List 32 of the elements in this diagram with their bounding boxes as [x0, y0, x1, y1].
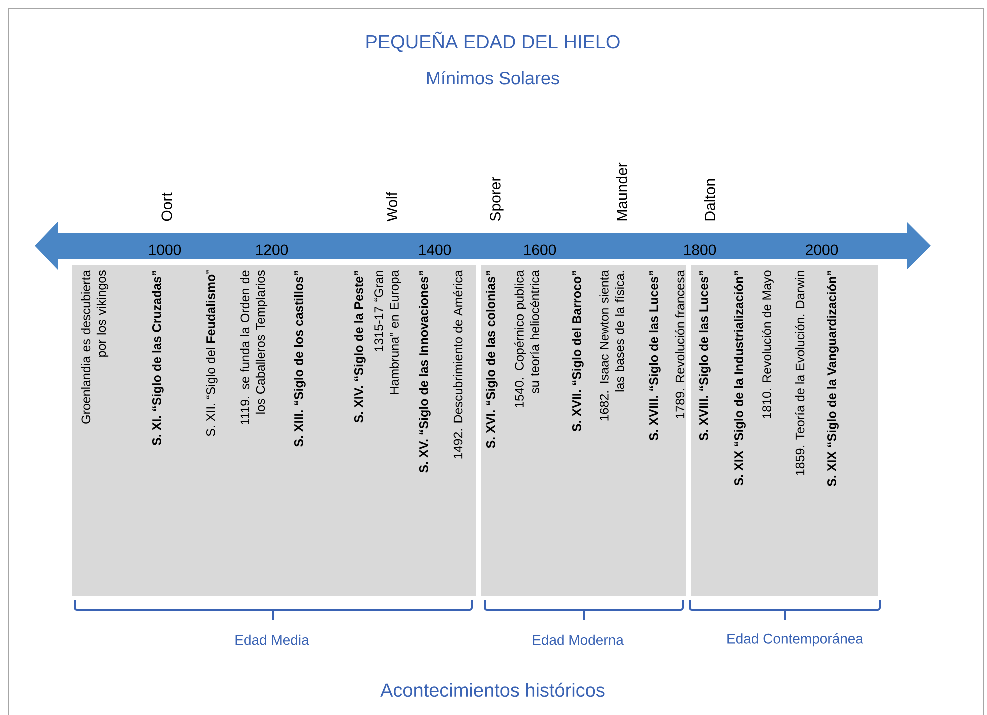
event-text: 1540. Copérnico publica su teoría heliocéntrica	[514, 270, 540, 408]
era-label: Edad Moderna	[533, 634, 624, 646]
minimum-name: Maunder	[616, 162, 628, 221]
event-text: S. XVIII. “Siglo de las Luces”	[649, 271, 661, 441]
minimum-name: Dalton	[704, 179, 716, 221]
event-text: Groenlandia es descubierta por los vikingos	[81, 270, 109, 424]
caption: Acontecimientos históricos	[380, 682, 605, 698]
minimum-name: Sporer	[490, 177, 504, 222]
event-text: S. XIX “Siglo de la Vanguardización”	[827, 271, 839, 487]
event-text: S. XII. “Siglo del Feudalismo”	[206, 270, 218, 436]
event-text: S. XIV. “Siglo de la Peste”	[354, 271, 366, 423]
era-label: Edad Contemporánea	[728, 633, 864, 647]
year-label: 1400	[419, 244, 452, 256]
event-text: 1859. Teoría de la Evolución. Darwin	[795, 271, 805, 476]
minimum-name: Oort	[162, 192, 172, 222]
event-text: 1315-17 “Gran Hambruna” en Europa	[374, 270, 402, 394]
year-label: 1800	[684, 244, 716, 256]
event-text: 1810. Revolución de Mayo	[762, 270, 774, 418]
era-label: Edad Media	[236, 634, 310, 646]
event-text: S. XIX “Siglo de la Industrialización”	[734, 271, 746, 486]
event-text: 1682. Isaac Newton sienta las bases de la física.	[600, 270, 624, 421]
event-text: S. XVI. “Siglo de las colonias”	[486, 271, 498, 448]
minimum-name: Wolf	[386, 192, 398, 222]
event-text: S. XI. “Siglo de las Cruzadas”	[152, 271, 164, 446]
event-text: 1492. Descubrimiento de América	[453, 270, 463, 459]
event-text: S. XVIII. “Siglo de las Luces”	[699, 271, 711, 441]
event-text: S. XVII. “Siglo del Barroco”	[572, 271, 584, 432]
event-text: S. XV. “Siglo de las Innovaciones”	[419, 271, 431, 473]
event-text: S. XIII. “Siglo de los castillos”	[294, 271, 306, 447]
subtitle: Mínimos Solares	[427, 71, 560, 85]
title: PEQUEÑA EDAD DEL HIELO	[366, 32, 620, 52]
event-text: 1789. Revolución francesa	[675, 270, 685, 418]
